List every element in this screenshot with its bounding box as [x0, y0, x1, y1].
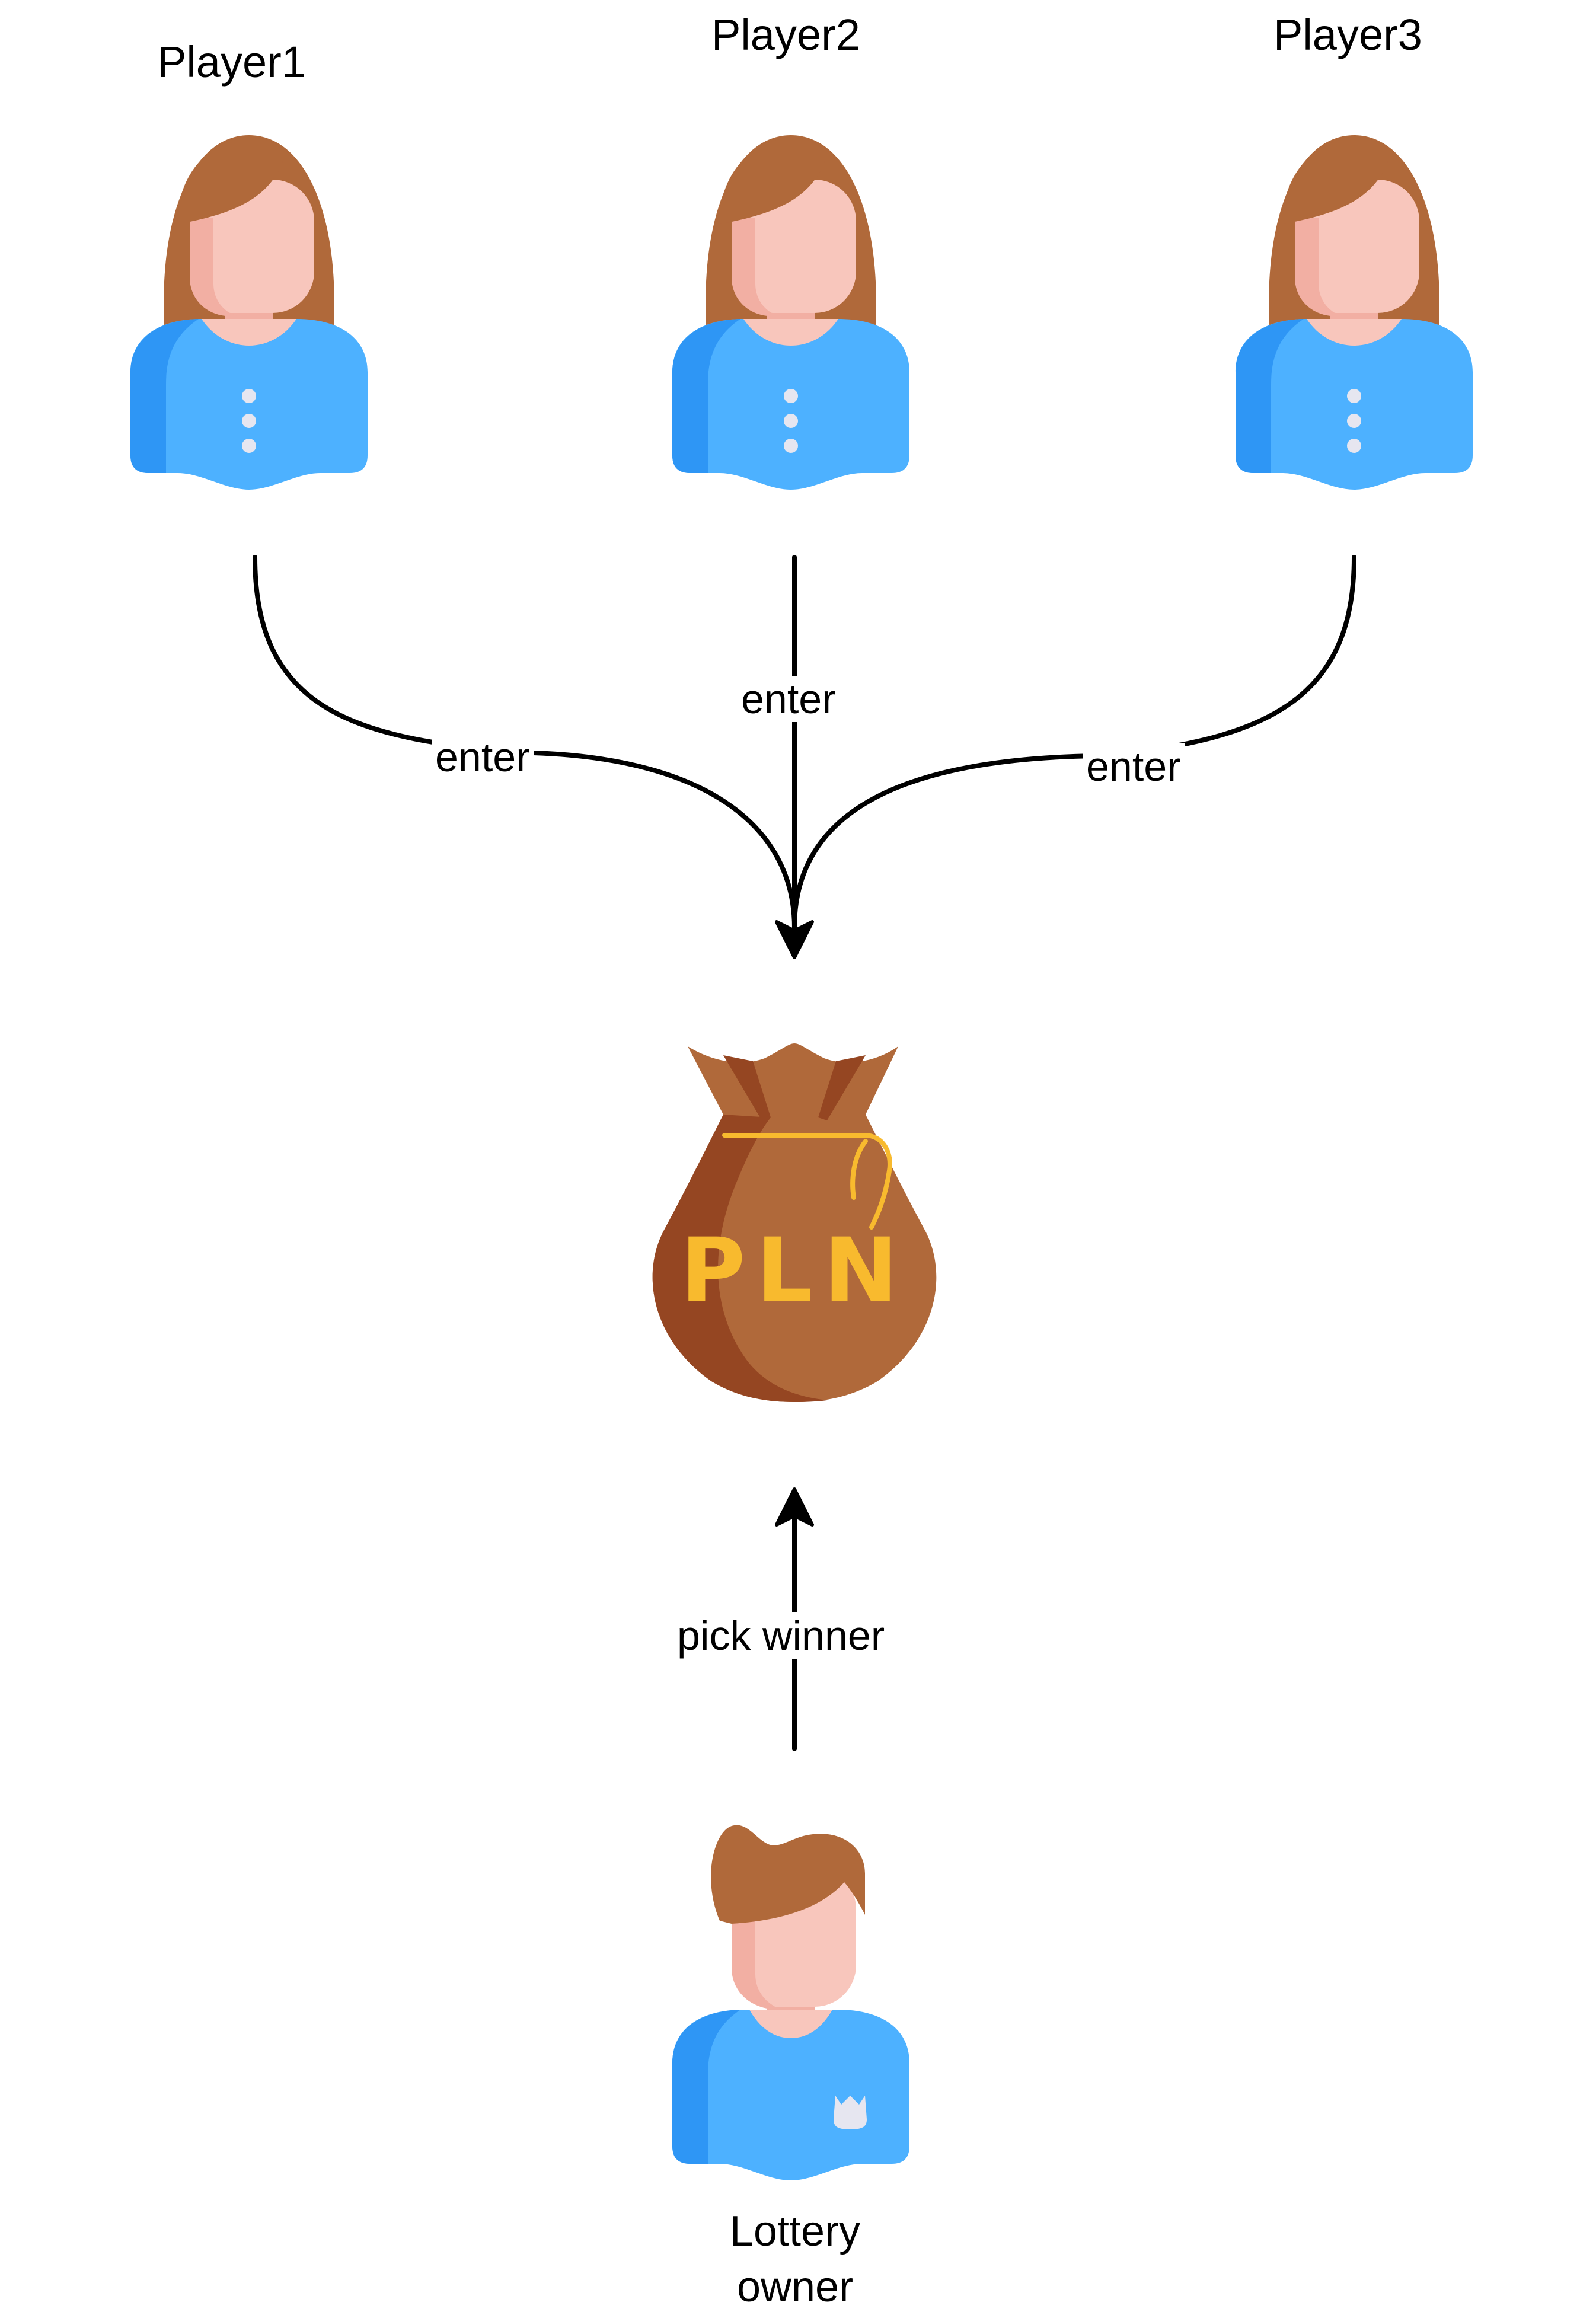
player3-avatar-icon	[1236, 135, 1473, 490]
pick-winner-label: pick winner	[673, 1612, 889, 1659]
player1-label: Player1	[157, 37, 306, 87]
player2-enter-label: enter	[738, 676, 840, 722]
player3-label: Player3	[1273, 10, 1422, 59]
player2-avatar-icon	[672, 135, 909, 490]
pot-currency-label: PLN	[680, 1219, 908, 1323]
player3-enter-edge	[792, 555, 1356, 930]
enter-arrowhead	[775, 920, 814, 959]
pick-winner-arrowhead	[775, 1487, 814, 1527]
player2-label: Player2	[711, 10, 860, 59]
player3-enter-label: enter	[1083, 743, 1185, 790]
player1-avatar-icon	[130, 135, 368, 490]
money-bag-icon	[652, 1043, 937, 1402]
lottery-owner-avatar-icon	[672, 1825, 909, 2180]
lottery-owner-label: Lottery owner	[729, 2208, 861, 2311]
player1-enter-label: enter	[432, 734, 534, 780]
